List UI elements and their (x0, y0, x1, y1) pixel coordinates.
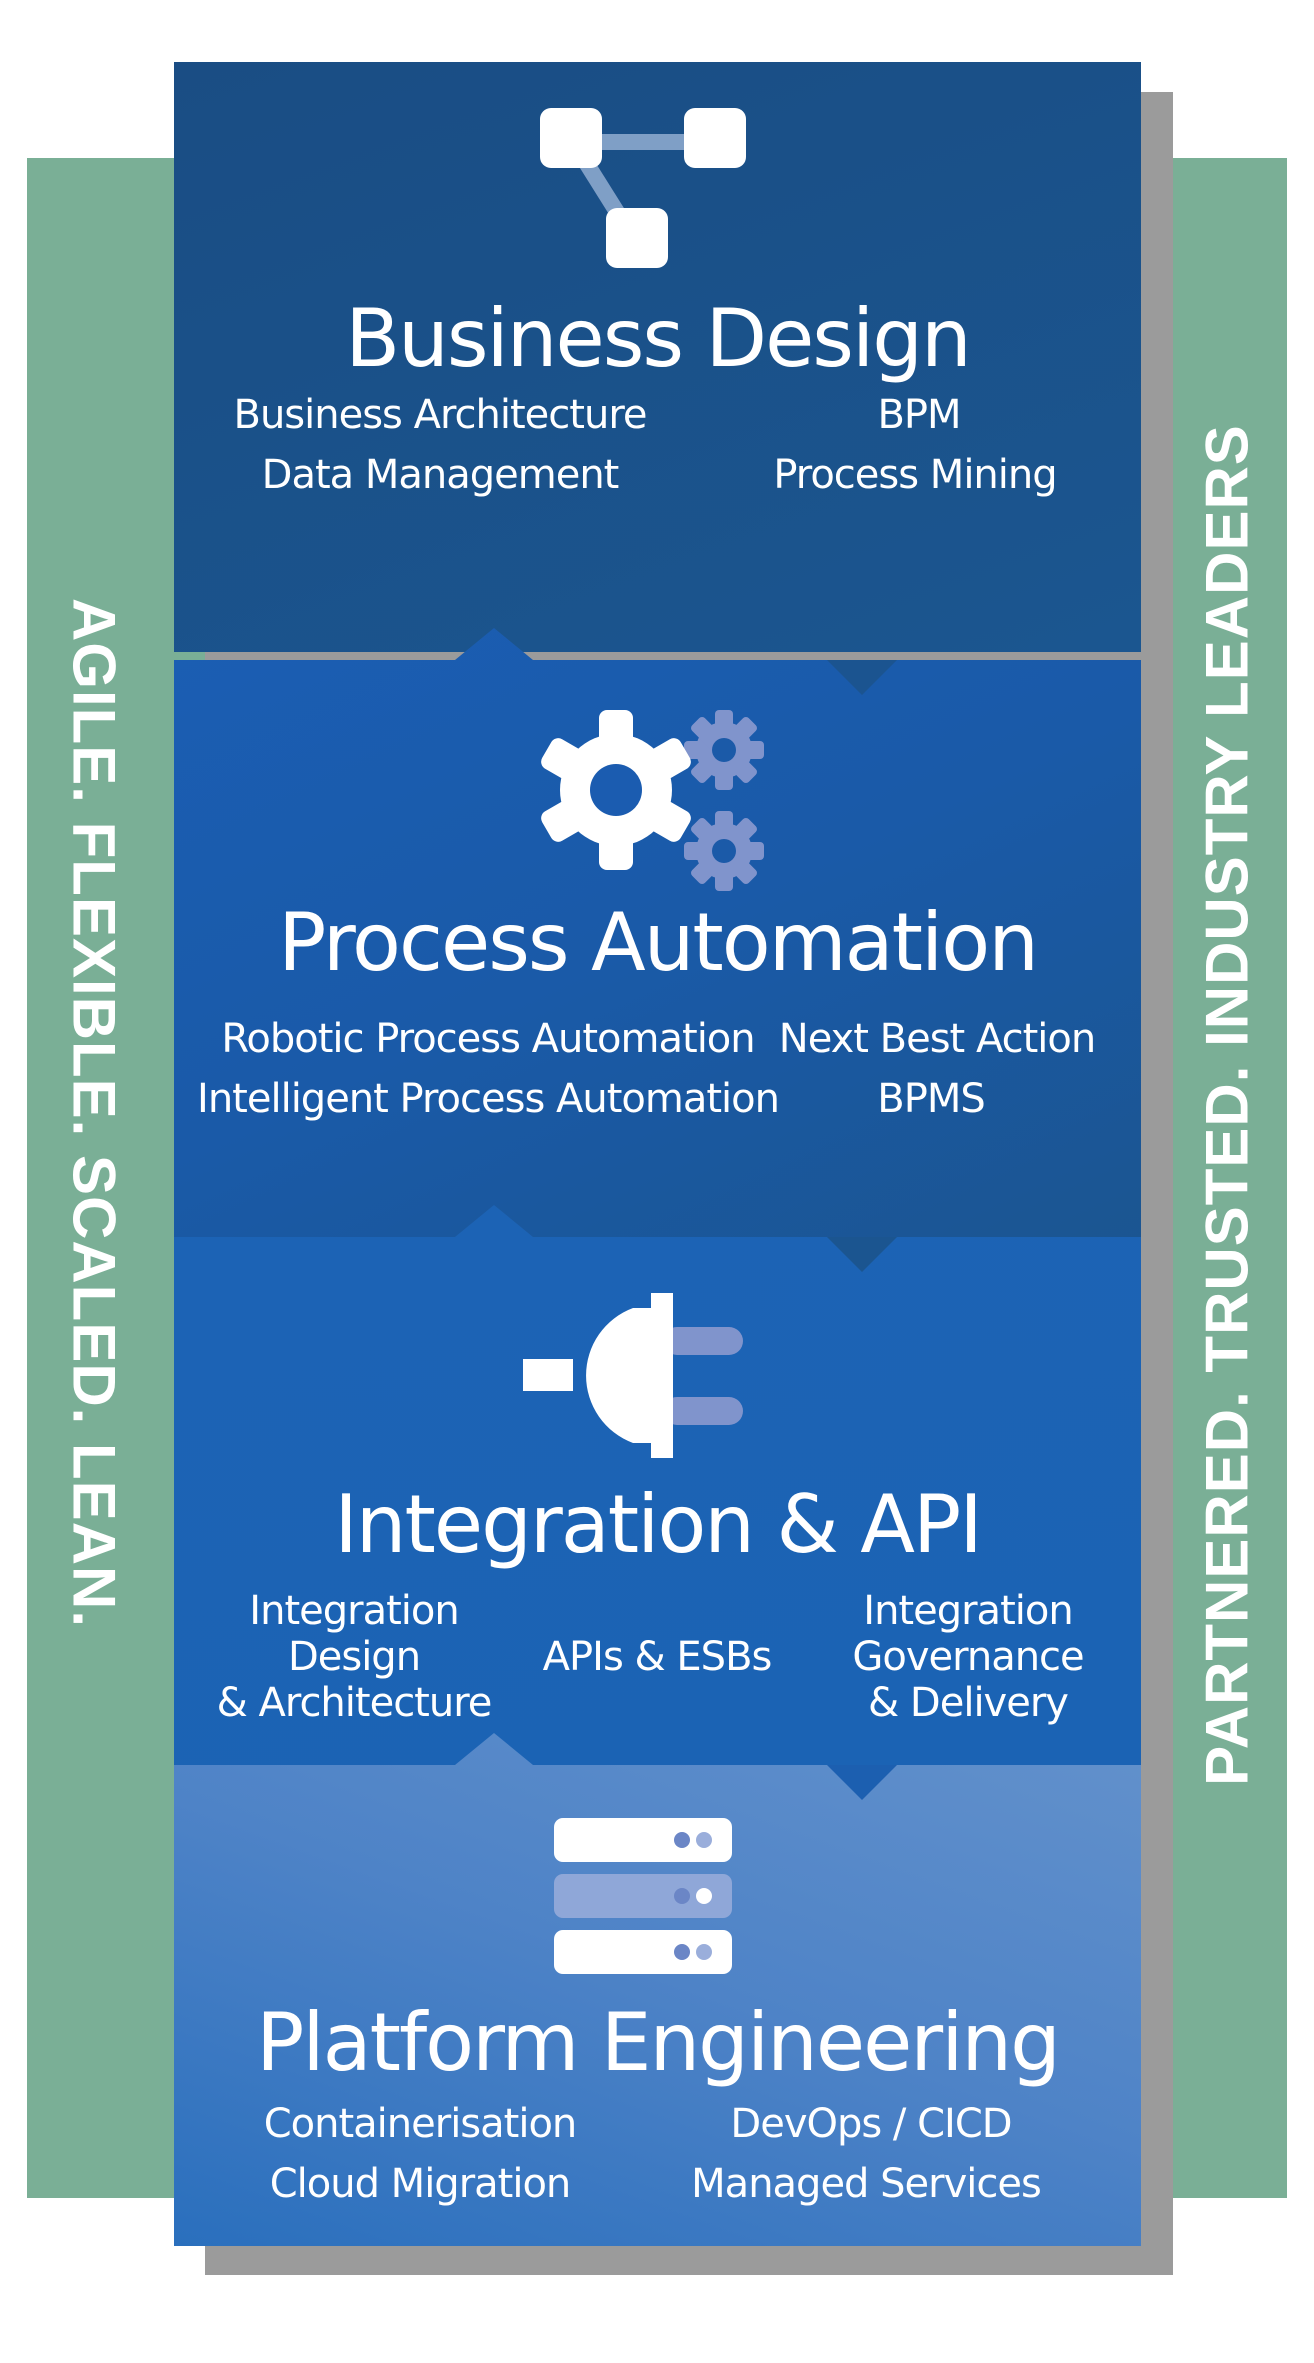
left-side-label: AGILE. FLEXIBLE. SCALED. LEAN. (60, 597, 128, 1629)
layer-process-automation: Process Automation Robotic Process Autom… (174, 628, 1141, 1264)
layer-item: Integration Design & Architecture (216, 1588, 493, 1726)
layer-item: Next Best Action (778, 1016, 1096, 1062)
layer-title: Integration & API (334, 1478, 983, 1571)
layer-business-design: Business Design Business Architecture BP… (174, 62, 1141, 652)
layer-title: Process Automation (278, 896, 1039, 989)
layer-item: Integration Governance & Delivery (852, 1588, 1084, 1726)
layer-integration-api: Integration & API Integration Design & A… (174, 1205, 1141, 1792)
layer-item: Cloud Migration (269, 2161, 572, 2207)
layer-item: Data Management (261, 452, 620, 498)
layer-item: APIs & ESBs (542, 1634, 773, 1680)
layer-item: Process Mining (773, 452, 1057, 498)
right-side-label: PARTNERED. TRUSTED. INDUSTRY LEADERS (1193, 424, 1261, 1786)
layer-item: Containerisation (263, 2101, 578, 2147)
layer-item: BPM (877, 392, 961, 438)
layer-item: Business Architecture (233, 392, 648, 438)
plug-icon (523, 1293, 743, 1458)
layer-item: DevOps / CICD (730, 2101, 1012, 2147)
capability-stack: Business Design Business Architecture BP… (174, 62, 1141, 2246)
layer-item: Intelligent Process Automation (197, 1076, 780, 1122)
layer-item: Robotic Process Automation (221, 1016, 755, 1062)
gears-icon (541, 710, 764, 891)
layer-title: Platform Engineering (256, 1996, 1061, 2089)
flowchart-icon (540, 108, 746, 268)
layer-platform-engineering: Platform Engineering Containerisation De… (174, 1733, 1141, 2246)
server-stack-icon (554, 1818, 732, 1974)
layer-item: BPMS (877, 1076, 985, 1122)
layer-item: Managed Services (691, 2161, 1042, 2207)
layer-title: Business Design (345, 292, 971, 385)
